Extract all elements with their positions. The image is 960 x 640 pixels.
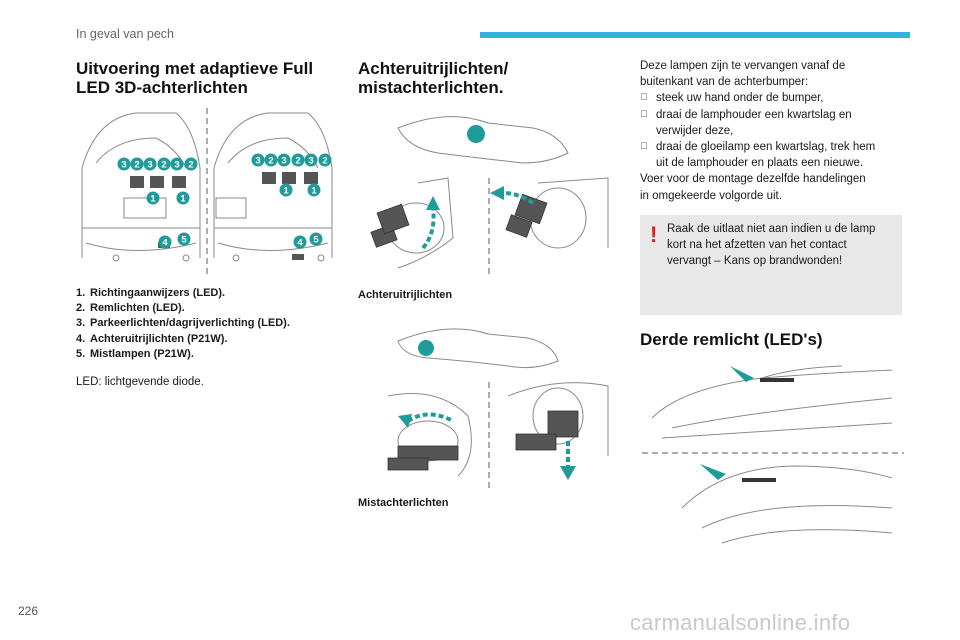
callout-2: 2 — [268, 156, 273, 167]
arrow-bullet-icon:  — [640, 90, 656, 106]
watermark: carmanualsonline.info — [630, 610, 851, 635]
callout-1: 1 — [180, 194, 186, 205]
led-note: LED: lichtgevende diode. — [76, 376, 204, 388]
callout-1: 1 — [150, 194, 156, 205]
callout-1: 1 — [283, 186, 289, 197]
callout-3: 3 — [255, 156, 260, 167]
callout-4: 4 — [162, 238, 168, 249]
callout-5: 5 — [313, 235, 319, 246]
arrow-bullet-icon:  — [640, 139, 656, 171]
callout-3: 3 — [281, 156, 286, 167]
page-number: 226 — [18, 604, 39, 618]
list-item: draai de lamphouder een kwartslag enver… — [640, 107, 910, 139]
callout-2: 2 — [322, 156, 327, 167]
header-accent-bar — [480, 32, 910, 38]
callout-3: 3 — [147, 160, 152, 171]
callout-4: 4 — [297, 238, 303, 249]
list-item: steek uw hand onder de bumper, — [640, 90, 910, 106]
callout-3: 3 — [308, 156, 313, 167]
callout-5: 5 — [181, 235, 187, 246]
section-title-reverse-fog: Achteruitrijlichten/mistachterlichten. — [358, 59, 509, 97]
callout-2: 2 — [188, 160, 193, 171]
callout-2: 2 — [134, 160, 139, 171]
list-item: draai de gloeilamp een kwartslag, trek … — [640, 139, 910, 171]
callout-2: 2 — [161, 160, 166, 171]
list-item: 3.Parkeerlichten/dagrijverlichting (LED)… — [76, 317, 290, 330]
list-item: 1.Richtingaanwijzers (LED). — [76, 287, 226, 299]
warning-icon: ! — [650, 222, 658, 247]
instructions-text: Deze lampen zijn te vervangen vanaf de b… — [640, 58, 910, 204]
section-title-third-brake-light: Derde remlicht (LED's) — [640, 330, 823, 349]
list-item: 2.Remlichten (LED). — [76, 302, 185, 315]
callout-3: 3 — [121, 160, 126, 171]
warning-text: Raak de uitlaat niet aan indien u de lam… — [667, 223, 876, 268]
callout-2: 2 — [295, 156, 300, 167]
caption-fog-lights: Mistachterlichten — [358, 497, 449, 509]
caption-reverse-lights: Achteruitrijlichten — [358, 289, 453, 301]
reverse-light-bulb-illustration — [370, 116, 609, 278]
list-item: 4.Achteruitrijlichten (P21W). — [76, 332, 228, 345]
list-item: 5.Mistlampen (P21W). — [76, 347, 194, 360]
warning-box — [640, 215, 902, 315]
fog-light-bulb-illustration — [387, 328, 609, 488]
light-legend-list: 1.Richtingaanwijzers (LED). 2.Remlichten… — [76, 286, 346, 362]
callout-3: 3 — [174, 160, 179, 171]
full-led-rear-lights-illustration: 3 2 3 2 3 2 1 1 4 5 3 2 3 2 3 2 1 1 4 5 — [81, 108, 333, 278]
arrow-bullet-icon:  — [640, 107, 656, 139]
section-header: In geval van pech — [76, 27, 174, 41]
third-brake-light-illustration — [642, 365, 904, 544]
callout-1: 1 — [311, 186, 317, 197]
